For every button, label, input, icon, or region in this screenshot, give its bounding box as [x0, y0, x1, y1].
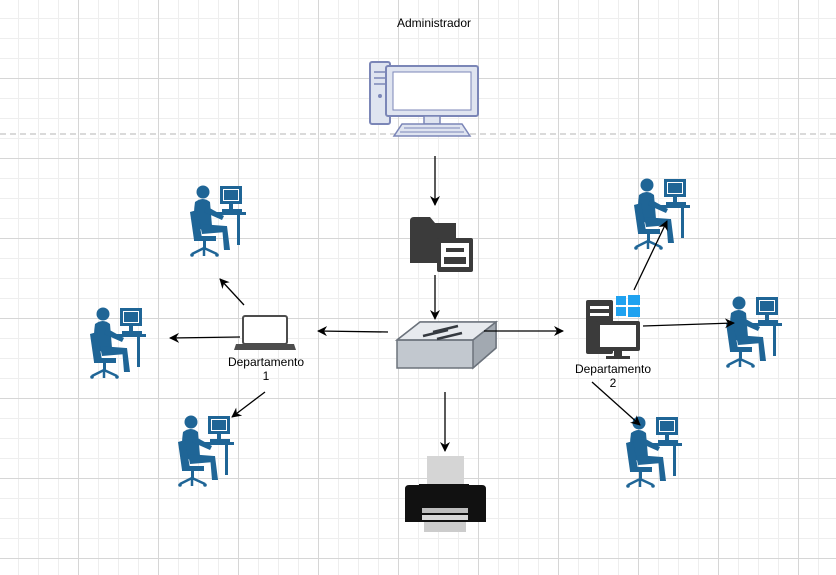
printer-icon[interactable]	[405, 456, 486, 532]
desktop-computer-icon[interactable]	[369, 61, 479, 137]
department-1-label-line1: Departamento	[227, 355, 305, 369]
department-2-label-line2: 2	[609, 376, 617, 390]
network-switch-icon[interactable]	[394, 320, 499, 370]
user-at-computer-icon[interactable]	[632, 177, 692, 252]
workstation-icon[interactable]	[586, 295, 640, 359]
user-at-computer-icon[interactable]	[624, 415, 684, 490]
department-2-label: Departamento 2	[563, 362, 663, 390]
laptop-icon[interactable]	[234, 315, 296, 350]
user-at-computer-icon[interactable]	[724, 295, 784, 370]
user-at-computer-icon[interactable]	[188, 184, 248, 259]
connector-arrows	[169, 156, 735, 452]
user-at-computer-icon[interactable]	[176, 414, 236, 489]
file-cabinet-icon[interactable]	[410, 217, 473, 272]
department-1-label-line2: 1	[262, 369, 270, 383]
admin-label: Administrador	[396, 16, 472, 30]
user-at-computer-icon[interactable]	[88, 306, 148, 381]
department-1-label: Departamento 1	[216, 355, 316, 383]
department-2-label-line1: Departamento	[574, 362, 652, 376]
